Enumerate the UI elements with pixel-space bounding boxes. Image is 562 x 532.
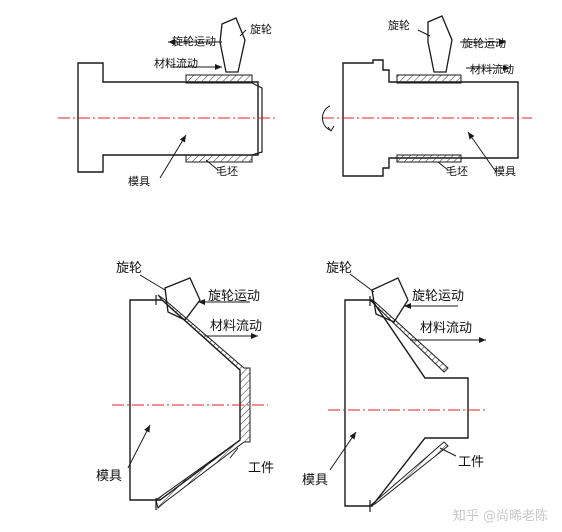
panel-4-roller-label: 旋轮 (326, 261, 353, 276)
panel-1 (58, 17, 275, 179)
panel-3-roller-label: 旋轮 (116, 261, 143, 276)
panel-2-blank-top (396, 74, 462, 84)
panel-2-roller-motion-label: 旋轮运动 (462, 37, 506, 50)
panel-1-blank-bottom (185, 154, 253, 163)
panel-4-mandrel-label: 模具 (302, 473, 329, 488)
panel-2 (322, 15, 532, 177)
watermark: 知乎 @尚晞老陈 (452, 509, 548, 524)
panel-2-blank-bottom (396, 154, 462, 163)
panel-1-mandrel-label: 模具 (128, 175, 150, 188)
panel-2-roller (427, 15, 453, 73)
panel-3-workpiece (155, 294, 251, 509)
panel-4-mandrel (344, 299, 469, 507)
panel-4-material-flow-label: 材料流动 (420, 321, 473, 336)
rotation-arrow-icon (322, 105, 331, 131)
panel-4-roller (371, 277, 409, 323)
panel-3-workpiece-label: 工件 (248, 461, 275, 476)
panel-1-mandrel (77, 62, 259, 173)
panel-1-blank-label: 毛坯 (216, 165, 238, 178)
panel-2-mandrel-label: 模具 (494, 165, 516, 178)
panel-1-roller-motion-label: 旋轮运动 (172, 35, 216, 48)
panel-2-mandrel (342, 59, 519, 177)
panel-1-roller-label: 旋轮 (250, 23, 272, 36)
panel-3 (112, 274, 268, 510)
panel-1-material-flow-label: 材料流动 (154, 57, 198, 70)
panel-4-workpiece (369, 299, 449, 373)
panel-3-roller-motion-label: 旋轮运动 (208, 289, 261, 304)
panel-3-material-flow-label: 材料流动 (210, 319, 263, 334)
panel-2-material-flow-label: 材料流动 (470, 63, 514, 76)
panel-3-mandrel-label: 模具 (96, 469, 123, 484)
panel-2-roller-label: 旋轮 (388, 19, 410, 32)
panel-1-roller (219, 17, 246, 73)
panel-4 (328, 273, 486, 512)
panel-3-roller (164, 277, 201, 321)
panel-2-blank-label: 毛坯 (446, 165, 468, 178)
panel-1-blank-top (185, 74, 253, 84)
panel-4-roller-motion-label: 旋轮运动 (412, 289, 465, 304)
panel-4-workpiece-label: 工件 (458, 455, 485, 470)
